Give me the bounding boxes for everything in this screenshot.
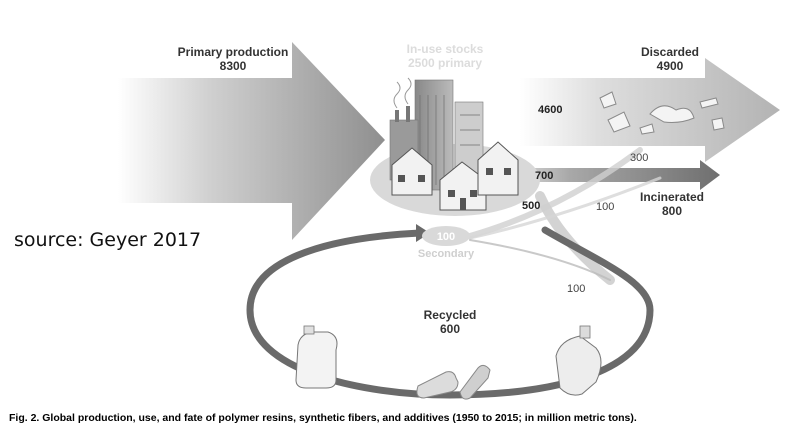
flow-100-incinerated: 100 — [596, 201, 615, 213]
city-icon — [370, 77, 540, 216]
flow-500: 500 — [522, 200, 541, 212]
detergent-bottle-icon — [555, 325, 602, 396]
bottle-icon — [459, 364, 491, 400]
jug-icon — [295, 325, 338, 389]
recycling-loop — [246, 224, 654, 399]
primary-production-label: Primary production 8300 — [177, 45, 289, 73]
flow-4600: 4600 — [538, 104, 563, 116]
source-note: source: Geyer 2017 — [14, 229, 202, 251]
flow-100-loss: 100 — [567, 283, 586, 295]
in-use-stocks-label: In-use stocks 2500 primary — [406, 42, 484, 70]
discarded-arrow — [520, 58, 780, 162]
incinerated-arrow — [470, 160, 720, 190]
secondary-label: Secondary — [417, 248, 475, 260]
flow-300: 300 — [630, 152, 649, 164]
secondary-value: 100 — [436, 231, 456, 243]
recycled-label: Recycled 600 — [423, 308, 477, 336]
figure-caption: Fig. 2. Global production, use, and fate… — [9, 412, 637, 424]
litter-icon — [599, 91, 725, 135]
flow-700: 700 — [535, 170, 554, 182]
primary-production-arrow — [118, 42, 385, 240]
incinerated-label: Incinerated 800 — [639, 190, 705, 218]
discarded-label: Discarded 4900 — [640, 45, 700, 73]
bottle-icon — [416, 371, 459, 399]
secondary-ellipse — [422, 226, 470, 246]
